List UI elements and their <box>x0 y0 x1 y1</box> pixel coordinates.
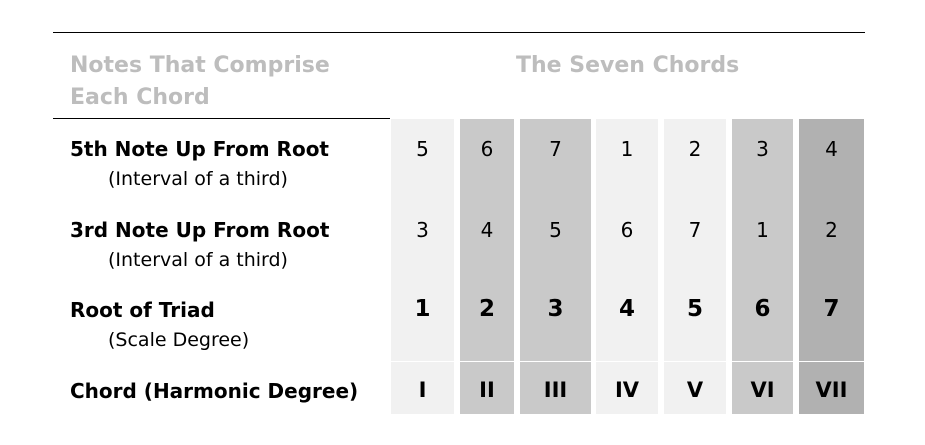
chord-numeral: IV <box>614 378 640 402</box>
fifth-note: 7 <box>549 137 562 161</box>
chord-cell-bg <box>460 361 514 414</box>
third-note: 5 <box>549 218 562 242</box>
fifth-note: 4 <box>825 137 838 161</box>
chord-column-1: 5 3 1 I <box>391 119 454 414</box>
third-note: 4 <box>480 218 494 242</box>
fifth-note: 6 <box>480 137 494 161</box>
chord-cell-bg <box>732 361 793 414</box>
third-note: 2 <box>825 218 838 242</box>
third-note: 3 <box>416 218 429 242</box>
root-note: 1 <box>414 296 431 322</box>
header-seven-chords: The Seven Chords <box>516 53 740 78</box>
row-label-third: 3rd Note Up From Root <box>70 218 330 242</box>
chord-column-2: 6 4 2 II <box>460 119 514 414</box>
chord-numeral: VII <box>815 378 848 402</box>
fifth-note: 1 <box>620 137 634 161</box>
row-sublabel-root: (Scale Degree) <box>108 329 250 351</box>
chord-numeral: VI <box>750 378 775 402</box>
chord-cell-bg <box>520 361 591 414</box>
third-note: 1 <box>756 218 769 242</box>
top-rule <box>53 32 865 33</box>
header-left-line2: Each Chord <box>70 85 210 110</box>
chord-column-3: 7 5 3 III <box>520 119 591 414</box>
fifth-note: 2 <box>688 137 702 161</box>
chord-column-4: 1 6 4 IV <box>596 119 658 414</box>
chord-numeral: I <box>418 378 427 402</box>
chord-cell-bg <box>664 361 726 414</box>
chord-numeral: V <box>686 378 704 402</box>
chord-column-7: 4 2 7 VII <box>799 119 864 414</box>
header-notes-that-comprise: Notes That Comprise Each Chord <box>70 50 390 114</box>
root-note: 6 <box>754 296 771 322</box>
chord-column-6: 3 1 6 VI <box>732 119 793 414</box>
chord-column-5: 2 7 5 V <box>664 119 726 414</box>
third-note: 6 <box>620 218 634 242</box>
header-rule <box>53 118 390 119</box>
header-left-line1: Notes That Comprise <box>70 53 330 78</box>
root-note: 7 <box>823 296 840 322</box>
row-label-chord: Chord (Harmonic Degree) <box>70 379 359 403</box>
fifth-note: 5 <box>416 137 429 161</box>
chord-numeral: II <box>479 378 495 402</box>
row-label-fifth: 5th Note Up From Root <box>70 137 329 161</box>
row-label-root: Root of Triad <box>70 298 215 322</box>
fifth-note: 3 <box>756 137 769 161</box>
chord-cell-bg <box>391 361 454 414</box>
third-note: 7 <box>688 218 702 242</box>
chord-cell-bg <box>596 361 658 414</box>
row-sublabel-fifth: (Interval of a third) <box>108 168 288 190</box>
chord-cell-bg <box>799 361 864 414</box>
root-note: 3 <box>547 296 564 322</box>
root-note: 2 <box>478 296 495 322</box>
row-sublabel-third: (Interval of a third) <box>108 249 288 271</box>
chord-numeral: III <box>543 378 568 402</box>
root-note: 5 <box>686 296 703 322</box>
root-note: 4 <box>618 296 635 322</box>
